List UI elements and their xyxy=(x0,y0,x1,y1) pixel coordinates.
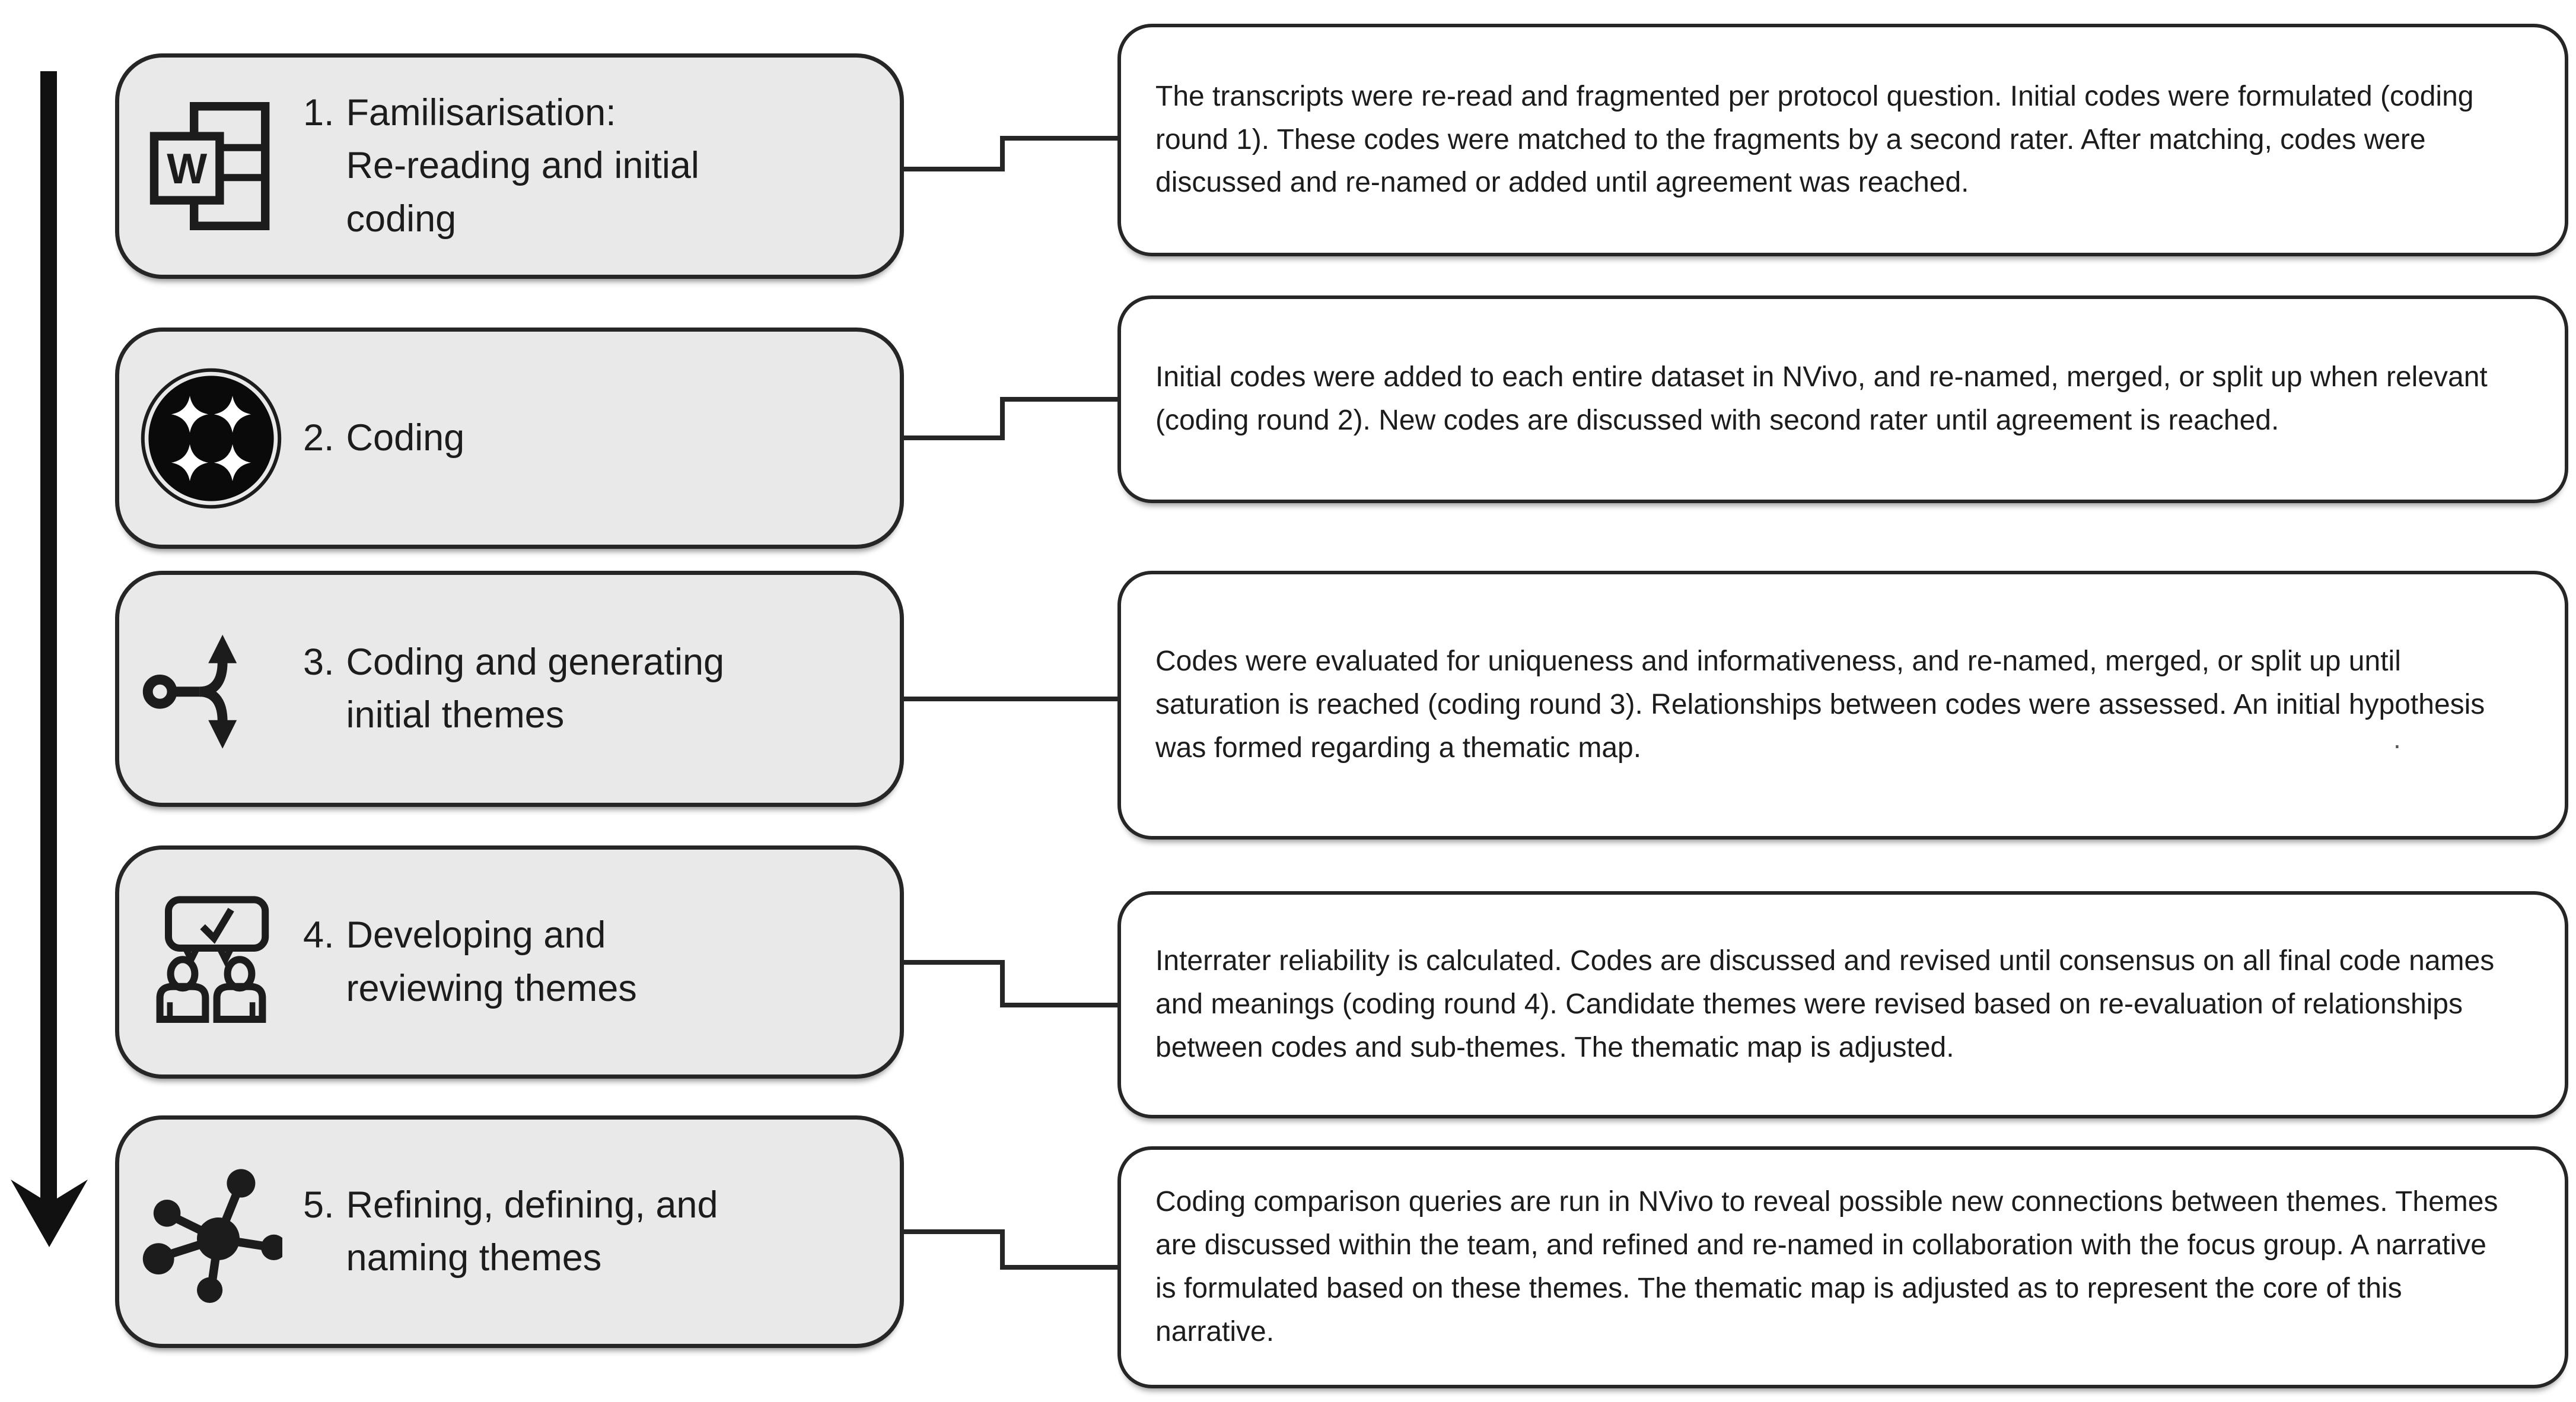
step-description: The transcripts were re-read and fragmen… xyxy=(1155,80,2474,199)
connector-4 xyxy=(900,960,1123,1007)
connector-5 xyxy=(900,1229,1123,1270)
step-description: Interrater reliability is calculated. Co… xyxy=(1155,945,2495,1063)
step-number: 3. xyxy=(303,641,335,683)
step-title: Developing and reviewing themes xyxy=(346,914,637,1009)
branch-split-icon xyxy=(119,618,303,760)
step-number: 4. xyxy=(303,914,335,956)
step-title: Coding xyxy=(346,417,465,459)
step-box-5: 5. Refining, defining, and naming themes xyxy=(115,1115,904,1348)
step-box-4: 4. Developing and reviewing themes xyxy=(115,845,904,1079)
svg-text:W: W xyxy=(167,145,207,193)
step-box-3: 3. Coding and generating initial themes xyxy=(115,571,904,807)
description-box-1: The transcripts were re-read and fragmen… xyxy=(1117,24,2568,256)
step-description: Initial codes were added to each entire … xyxy=(1155,361,2488,436)
discussion-check-icon xyxy=(119,891,303,1034)
description-box-5: Coding comparison queries are run in NVi… xyxy=(1117,1146,2568,1388)
connector-1 xyxy=(900,136,1123,171)
step-label: 3. Coding and generating initial themes xyxy=(303,636,742,742)
step-number: 5. xyxy=(303,1184,335,1226)
step-number: 2. xyxy=(303,417,335,459)
step-label: 2. Coding xyxy=(303,412,482,465)
step-title: Familisarisation: Re-reading and initial… xyxy=(346,91,699,240)
step-label: 5. Refining, defining, and naming themes xyxy=(303,1179,736,1285)
nvivo-logo-icon xyxy=(119,367,303,510)
network-map-icon xyxy=(119,1161,303,1303)
step-box-2: 2. Coding xyxy=(115,328,904,549)
description-box-4: Interrater reliability is calculated. Co… xyxy=(1117,891,2568,1118)
step-title: Refining, defining, and naming themes xyxy=(346,1184,718,1279)
step-title: Coding and generating initial themes xyxy=(346,641,725,736)
step-label: 4. Developing and reviewing themes xyxy=(303,909,655,1015)
word-document-icon: W xyxy=(119,95,303,237)
stray-mark: . xyxy=(2393,723,2401,754)
step-description: Codes were evaluated for uniqueness and … xyxy=(1155,646,2485,764)
connector-3 xyxy=(900,697,1123,701)
down-arrow-icon xyxy=(11,71,88,1247)
description-box-3: Codes were evaluated for uniqueness and … xyxy=(1117,571,2568,840)
step-label: 1. Familisarisation: Re-reading and init… xyxy=(303,87,717,246)
description-box-2: Initial codes were added to each entire … xyxy=(1117,295,2568,503)
step-description: Coding comparison queries are run in NVi… xyxy=(1155,1186,2498,1347)
connector-2 xyxy=(900,397,1123,440)
step-box-1: W 1. Familisarisation: Re-reading and in… xyxy=(115,53,904,279)
step-number: 1. xyxy=(303,91,335,133)
